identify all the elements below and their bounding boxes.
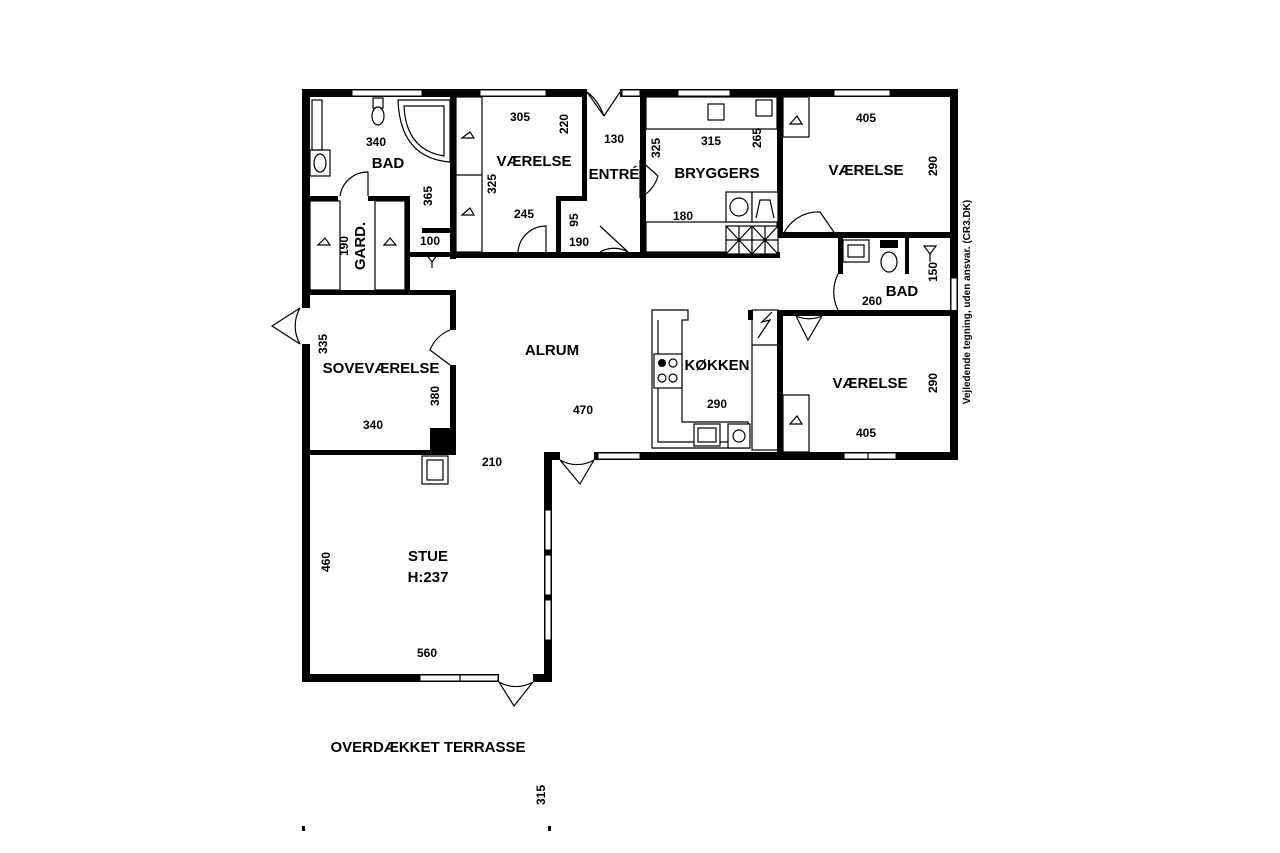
- room-label-stue-height: H:237: [408, 569, 449, 586]
- dim-stue-side: 460: [319, 552, 333, 572]
- dim-bad-2-side: 150: [926, 262, 940, 282]
- room-label-vaerelse-3: VÆRELSE: [832, 375, 907, 392]
- dim-sove-bottom: 340: [363, 418, 383, 432]
- dim-sove-side-right: 380: [428, 386, 442, 406]
- dim-entre-top: 130: [604, 132, 624, 146]
- dim-terrasse-depth: 315: [534, 785, 548, 805]
- room-label-vaerelse: VÆRELSE: [496, 153, 571, 170]
- dim-bryggers-top: 315: [701, 134, 721, 148]
- room-label-koekken: KØKKEN: [684, 357, 749, 374]
- room-labels: BAD VÆRELSE ENTRÉ BRYGGERS VÆRELSE GARD.…: [323, 153, 919, 756]
- dim-entre-bottom: 190: [569, 235, 589, 249]
- dim-vaerelse-bottom: 245: [514, 207, 534, 221]
- dim-vaerelse-side-right: 220: [557, 114, 571, 134]
- room-label-alrum: ALRUM: [525, 342, 579, 359]
- dim-vaerelse-3-side: 290: [926, 373, 940, 393]
- room-label-bryggers: BRYGGERS: [674, 165, 759, 182]
- interior-walls: [302, 89, 958, 460]
- room-label-bad: BAD: [372, 155, 405, 172]
- dim-gard-side: 190: [337, 236, 351, 256]
- dim-vaerelse-side-left: 325: [485, 174, 499, 194]
- dim-toilet-niche: 100: [420, 234, 440, 248]
- dim-alrum-depth: 470: [573, 403, 593, 417]
- dim-vaerelse-2-top: 405: [856, 111, 876, 125]
- room-label-stue: STUE: [408, 548, 448, 565]
- room-label-terrasse: OVERDÆKKET TERRASSE: [330, 739, 525, 756]
- dim-vaerelse-2-side: 290: [926, 156, 940, 176]
- room-label-vaerelse-2: VÆRELSE: [828, 162, 903, 179]
- dim-entre-small: 95: [567, 213, 581, 227]
- room-label-sovevaerelse: SOVEVÆRELSE: [323, 360, 440, 377]
- fixtures: [302, 96, 938, 831]
- dim-vaerelse-top: 305: [510, 110, 530, 124]
- dim-stue-bottom: 560: [417, 646, 437, 660]
- dim-sove-side-top: 335: [316, 334, 330, 354]
- dimension-labels: 340 365 100 305 220 325 245 130 95 190 3…: [316, 110, 940, 805]
- disclaimer-text: Vejledende tegning, uden ansvar. (CR3.DK…: [962, 200, 973, 405]
- dim-vaerelse-3-bottom: 405: [856, 426, 876, 440]
- room-label-gard: GARD.: [352, 222, 369, 270]
- dim-bryggers-bottom: 180: [673, 209, 693, 223]
- dim-bryggers-side-right: 265: [750, 128, 764, 148]
- dim-koekken-width: 290: [707, 397, 727, 411]
- dim-bad-depth: 365: [421, 186, 435, 206]
- dim-bryggers-side: 325: [649, 138, 663, 158]
- dim-bad-2-bottom: 260: [862, 294, 882, 308]
- room-label-entre: ENTRÉ: [589, 166, 640, 183]
- dim-bad-width: 340: [366, 135, 386, 149]
- dim-alrum-width: 210: [482, 455, 502, 469]
- room-label-bad-2: BAD: [886, 283, 919, 300]
- door-swings: [270, 91, 839, 708]
- windows: [302, 89, 958, 682]
